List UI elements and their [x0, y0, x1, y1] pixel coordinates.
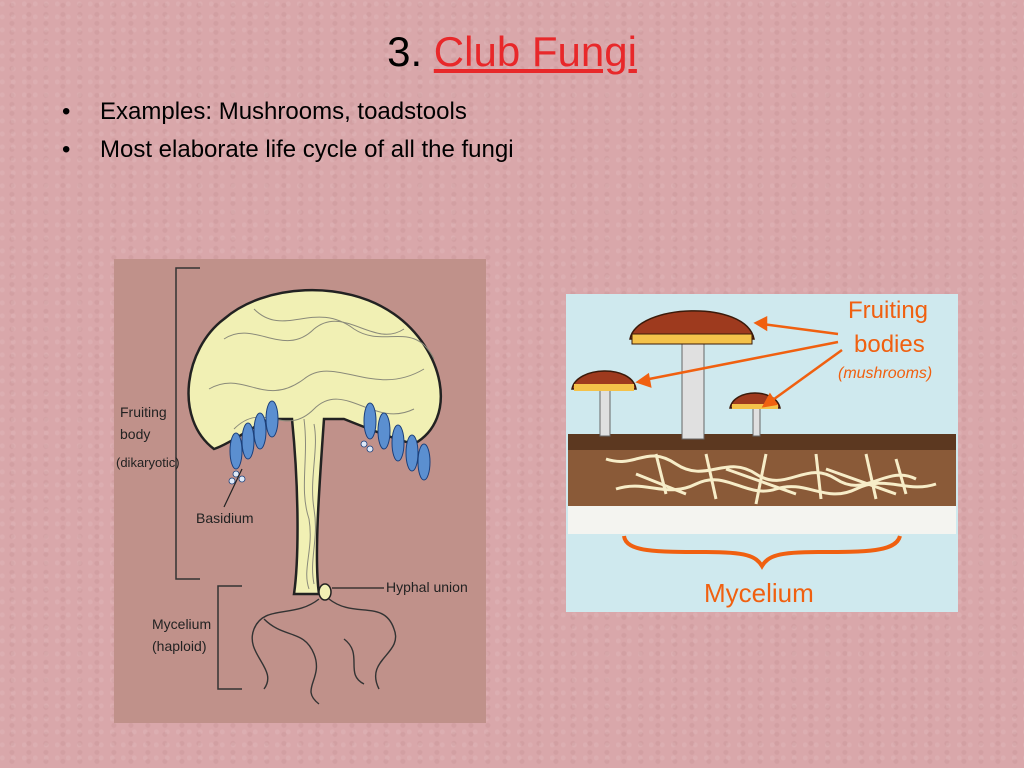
fruiting-body-bracket [175, 267, 200, 580]
slide-title: 3. Club Fungi [0, 28, 1024, 76]
large-mushroom-cap [629, 310, 755, 340]
label-haploid: (haploid) [152, 638, 206, 654]
mycelium-brace [622, 535, 902, 570]
soil-bottom [568, 506, 956, 534]
label-fruiting-body: Fruiting [120, 404, 167, 420]
fruiting-body-arrows [635, 315, 843, 408]
hyphal-union-knot [318, 583, 332, 601]
basidia-left [229, 400, 279, 470]
label-bodies: bodies [854, 331, 925, 358]
basidia-right [363, 402, 431, 481]
label-mycelium: Mycelium [152, 616, 211, 632]
bullet-item: Examples: Mushrooms, toadstools [62, 98, 514, 136]
label-dikaryotic: (dikaryotic) [116, 455, 180, 470]
label-basidium: Basidium [196, 510, 254, 526]
bullet-item: Most elaborate life cycle of all the fun… [62, 136, 514, 174]
label-fruiting-body-2: body [120, 426, 150, 442]
mushrooms-and-mycelium-diagram: Fruiting bodies (mushrooms) Mycelium [566, 294, 958, 612]
label-fruiting: Fruiting [848, 297, 928, 324]
mushrooms-mycelium-svg: Fruiting bodies (mushrooms) Mycelium [568, 297, 956, 608]
label-mycelium-right: Mycelium [704, 578, 814, 608]
mushroom-structure-svg: Fruiting body (dikaryotic) Basidium Hyph… [116, 267, 468, 705]
mycelium-network [605, 453, 937, 505]
bullet-list: Examples: Mushrooms, toadstools Most ela… [62, 98, 514, 174]
mycelium-threads [251, 598, 397, 705]
label-mushrooms: (mushrooms) [838, 365, 932, 382]
title-link[interactable]: Club Fungi [433, 28, 637, 75]
mushroom-structure-diagram: Fruiting body (dikaryotic) Basidium Hyph… [114, 259, 486, 723]
mycelium-bracket [217, 585, 242, 690]
title-number: 3. [387, 28, 423, 75]
label-hyphal-union: Hyphal union [386, 579, 468, 595]
